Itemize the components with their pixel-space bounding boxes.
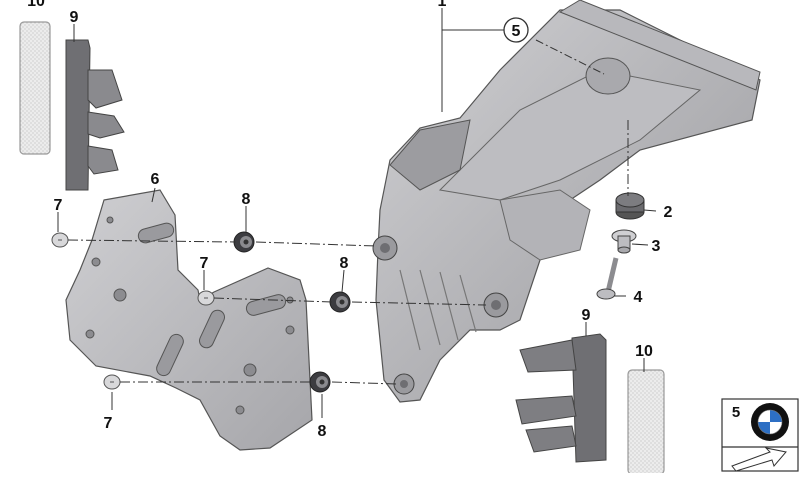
reflector-part-10-left xyxy=(19,21,51,155)
callout-8-top: 8 xyxy=(242,191,251,208)
callout-8-bottom: 8 xyxy=(318,423,327,440)
callout-1: 1 xyxy=(438,0,447,10)
screw-part-7-bottom xyxy=(103,374,121,390)
callout-5: 5 xyxy=(512,23,521,40)
callout-4: 4 xyxy=(634,289,643,306)
callout-9-right: 9 xyxy=(582,307,591,324)
callout-2: 2 xyxy=(664,204,673,221)
arrow-icon xyxy=(731,447,787,472)
nut-part-8-middle xyxy=(329,291,351,313)
bolt-part-4 xyxy=(596,257,619,300)
callout-7-middle: 7 xyxy=(200,255,209,272)
reflector-part-10-right xyxy=(627,369,665,475)
explosion-lines xyxy=(67,8,629,385)
bmw-roundel-icon xyxy=(751,403,789,441)
reflector-holder-part-9-right xyxy=(515,333,607,463)
mounting-plate-part-6 xyxy=(65,189,313,451)
leader-lines xyxy=(57,24,657,418)
callout-6: 6 xyxy=(151,171,160,188)
callout-10-left: 10 xyxy=(27,0,45,10)
callout-7-top: 7 xyxy=(54,197,63,214)
callout-5-circle xyxy=(503,17,529,43)
callout-9-left: 9 xyxy=(70,9,79,26)
screw-part-7-top xyxy=(51,232,69,248)
main-carrier-part-1 xyxy=(372,0,761,403)
reflector-holder-part-9-left xyxy=(65,39,125,191)
callout-8-middle: 8 xyxy=(340,255,349,272)
legend-box: 5 xyxy=(721,398,799,472)
nut-part-8-top xyxy=(233,231,255,253)
nut-part-8-bottom xyxy=(309,371,331,393)
callout-labels: 10 9 1 5 6 7 8 7 8 2 3 4 9 10 7 8 xyxy=(27,0,672,440)
legend-box-label: 5 xyxy=(732,404,740,421)
rubber-grommet-part-2 xyxy=(615,192,645,220)
callout-10-right: 10 xyxy=(635,343,653,360)
callout-3: 3 xyxy=(652,238,661,255)
screw-part-7-middle xyxy=(197,290,215,306)
callout-7-bottom: 7 xyxy=(104,415,113,432)
sleeve-part-3 xyxy=(611,229,637,254)
